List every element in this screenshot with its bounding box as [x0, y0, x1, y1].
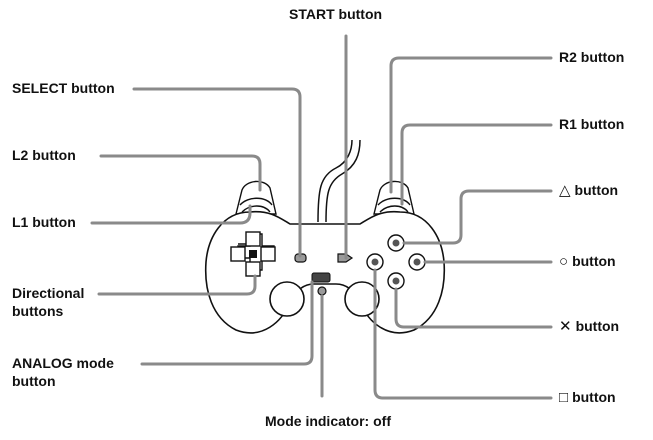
- analog-leader: [140, 280, 314, 366]
- r2-button-label: R2 button: [559, 49, 625, 65]
- r1-button-label: R1 button: [559, 116, 625, 132]
- triangle-leader: [402, 189, 553, 245]
- cross-leader: [394, 287, 553, 329]
- analog-mode-key: [311, 272, 331, 283]
- left-shoulder-buttons: [235, 180, 277, 215]
- select-button-label: SELECT button: [12, 80, 115, 96]
- square-button-text: button: [572, 389, 616, 405]
- l2-button-label: L2 button: [12, 147, 76, 163]
- left-analog-stick: [269, 281, 305, 317]
- start-button-label: START button: [289, 6, 383, 22]
- l1-button-label: L1 button: [12, 214, 76, 230]
- triangle-icon: △: [559, 182, 571, 199]
- mode-indicator-light: [317, 286, 327, 296]
- leader-lines: [90, 34, 553, 400]
- triangle-button-label: △button: [559, 182, 618, 199]
- mode-indicator-label: Mode indicator: off: [265, 413, 391, 429]
- controller-body: [204, 210, 446, 334]
- directional-leader: [97, 274, 257, 296]
- analog-mode-label-line1: ANALOG mode: [12, 355, 114, 371]
- cross-icon: ✕: [559, 318, 572, 335]
- directional-pad: [230, 231, 276, 277]
- select-leader: [132, 87, 302, 258]
- controller-cable: [317, 139, 361, 223]
- square-button-label: □button: [559, 389, 616, 406]
- cross-button-text: button: [575, 318, 620, 334]
- circle-button-text: button: [572, 253, 616, 269]
- square-icon: □: [559, 389, 569, 406]
- circle-icon: ○: [559, 253, 569, 270]
- action-buttons: [366, 234, 426, 290]
- circle-button-label: ○button: [559, 253, 616, 270]
- right-analog-stick: [344, 281, 380, 317]
- triangle-button-text: button: [574, 182, 619, 198]
- r1-leader: [400, 123, 553, 206]
- directional-buttons-label-line2: buttons: [12, 303, 64, 319]
- l1-leader: [90, 204, 252, 225]
- right-shoulder-buttons: [373, 180, 415, 215]
- cross-button-label: ✕button: [559, 318, 619, 335]
- directional-buttons-label-line1: Directional: [12, 285, 85, 301]
- r2-leader: [389, 56, 553, 194]
- analog-mode-label-line2: button: [12, 373, 56, 389]
- l2-leader: [99, 154, 262, 192]
- square-leader: [373, 268, 553, 400]
